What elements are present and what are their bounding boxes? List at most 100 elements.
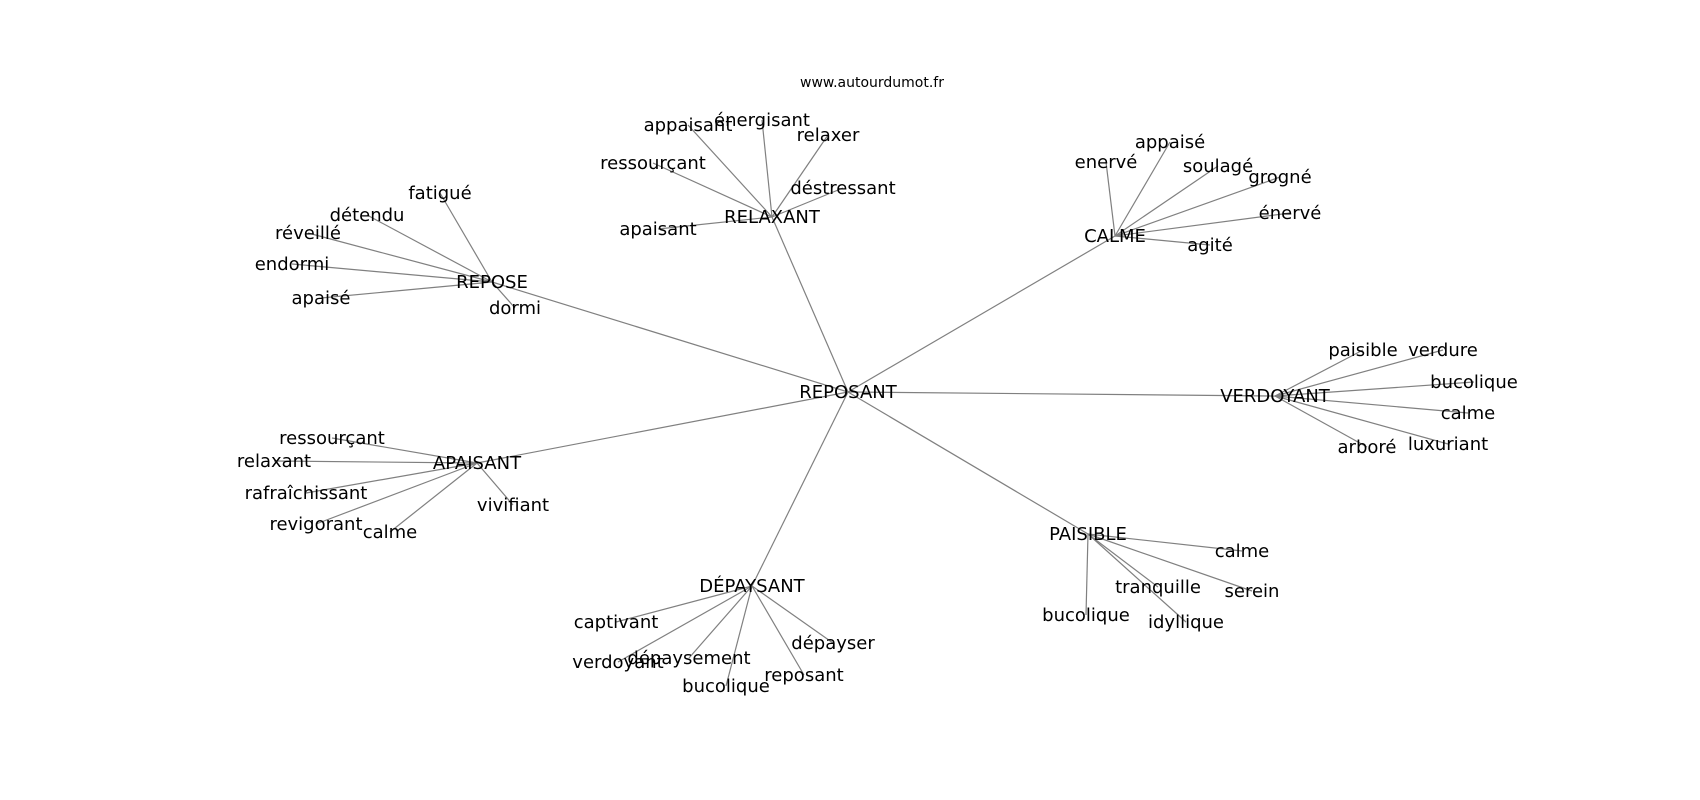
edge-apaisant-0 <box>331 437 478 464</box>
edge-verdoyant-4 <box>1274 395 1368 448</box>
edge-root-apaisant <box>476 391 849 464</box>
edge-verdoyant-1 <box>1274 349 1444 397</box>
leaf-word[interactable]: apaisé <box>292 288 351 309</box>
label-layer: REPOSANTRELAXANTappaisanténergisantrelax… <box>237 110 1518 697</box>
edge-calme-4 <box>1114 212 1291 237</box>
edge-repose-3 <box>291 263 493 283</box>
edge-root-relaxant <box>771 216 849 393</box>
hub-word-repose[interactable]: REPOSE <box>456 272 528 293</box>
hub-word-relaxant[interactable]: RELAXANT <box>724 207 821 228</box>
edge-relaxant-0 <box>687 124 773 218</box>
leaf-word[interactable]: revigorant <box>269 514 362 535</box>
leaf-word[interactable]: verdure <box>1408 340 1478 361</box>
leaf-word[interactable]: fatigué <box>408 183 471 204</box>
edge-verdoyant-0 <box>1274 349 1364 397</box>
leaf-word[interactable]: bucolique <box>682 676 770 697</box>
leaf-word[interactable]: appaisant <box>644 115 733 136</box>
edge-calme-1 <box>1105 161 1116 237</box>
edge-repose-0 <box>439 192 493 283</box>
leaf-word[interactable]: vivifiant <box>477 495 549 516</box>
hub-word-paisible[interactable]: PAISIBLE <box>1049 524 1127 545</box>
edge-paisible-4 <box>1087 533 1187 623</box>
edge-repose-1 <box>366 214 493 283</box>
leaf-word[interactable]: calme <box>363 522 418 543</box>
edge-relaxant-3 <box>652 162 773 218</box>
edge-depaysant-0 <box>615 585 753 623</box>
leaf-word[interactable]: calme <box>1441 403 1496 424</box>
leaf-word[interactable]: enervé <box>1075 152 1138 173</box>
edge-layer <box>273 119 1475 687</box>
edge-paisible-1 <box>1087 533 1159 588</box>
leaf-word[interactable]: ressourçant <box>600 153 706 174</box>
leaf-word[interactable]: serein <box>1225 581 1280 602</box>
leaf-word[interactable]: luxuriant <box>1408 434 1488 455</box>
edge-depaysant-5 <box>725 585 753 687</box>
edge-root-paisible <box>847 391 1089 535</box>
edge-root-repose <box>491 281 849 393</box>
leaf-word[interactable]: soulagé <box>1183 156 1253 177</box>
leaf-word[interactable]: réveillé <box>275 223 341 244</box>
leaf-word[interactable]: reposant <box>764 665 843 686</box>
edge-relaxant-2 <box>771 134 829 218</box>
edge-calme-0 <box>1114 141 1171 237</box>
edge-repose-4 <box>320 281 493 299</box>
edge-root-verdoyant <box>847 391 1276 397</box>
leaf-word[interactable]: relaxer <box>797 125 860 146</box>
source-caption: www.autourdumot.fr <box>800 75 944 91</box>
edge-verdoyant-2 <box>1274 381 1475 397</box>
leaf-word[interactable]: dormi <box>489 298 541 319</box>
leaf-word[interactable]: relaxant <box>237 451 311 472</box>
edge-relaxant-5 <box>657 216 773 230</box>
edge-paisible-0 <box>1087 533 1243 552</box>
leaf-word[interactable]: déstressant <box>790 178 895 199</box>
edge-apaisant-3 <box>476 462 514 506</box>
edge-calme-3 <box>1114 176 1281 237</box>
edge-relaxant-4 <box>771 187 844 218</box>
leaf-word[interactable]: arboré <box>1338 437 1397 458</box>
edge-root-depaysant <box>751 391 849 587</box>
leaf-word[interactable]: énervé <box>1259 203 1322 224</box>
edge-apaisant-2 <box>305 462 478 494</box>
leaf-word[interactable]: rafraîchissant <box>245 483 368 504</box>
edge-paisible-2 <box>1087 533 1253 592</box>
leaf-word[interactable]: agité <box>1187 235 1233 256</box>
leaf-word[interactable]: idyllique <box>1148 612 1224 633</box>
leaf-word[interactable]: bucolique <box>1042 605 1130 626</box>
edge-paisible-3 <box>1085 533 1089 616</box>
leaf-word[interactable]: verdoyant <box>572 652 663 673</box>
leaf-word[interactable]: appaisé <box>1135 132 1205 153</box>
edge-calme-5 <box>1114 235 1211 246</box>
edge-apaisant-4 <box>315 462 478 525</box>
leaf-word[interactable]: énergisant <box>714 110 810 131</box>
edge-repose-2 <box>307 232 493 283</box>
edge-depaysant-4 <box>751 585 805 676</box>
hub-word-calme[interactable]: CALME <box>1084 226 1146 247</box>
edge-apaisant-5 <box>389 462 478 533</box>
edge-verdoyant-3 <box>1274 395 1469 414</box>
edge-calme-2 <box>1114 165 1219 237</box>
leaf-word[interactable]: apaisant <box>619 219 696 240</box>
leaf-word[interactable]: grogné <box>1248 167 1311 188</box>
edge-relaxant-1 <box>761 119 773 218</box>
edge-depaysant-2 <box>688 585 753 659</box>
leaf-word[interactable]: dépayser <box>791 633 875 654</box>
edge-depaysant-1 <box>751 585 834 644</box>
leaf-word[interactable]: paisible <box>1328 340 1397 361</box>
edge-depaysant-3 <box>617 585 753 663</box>
leaf-word[interactable]: calme <box>1215 541 1270 562</box>
hub-word-depaysant[interactable]: DÉPAYSANT <box>699 575 805 597</box>
edge-apaisant-1 <box>273 460 478 464</box>
edge-verdoyant-5 <box>1274 395 1449 445</box>
edge-root-calme <box>847 235 1116 393</box>
leaf-word[interactable]: détendu <box>330 205 405 226</box>
leaf-word[interactable]: bucolique <box>1430 372 1518 393</box>
leaf-word[interactable]: endormi <box>255 254 330 275</box>
root-word[interactable]: REPOSANT <box>799 382 897 403</box>
hub-word-verdoyant[interactable]: VERDOYANT <box>1220 386 1331 407</box>
leaf-word[interactable]: captivant <box>574 612 659 633</box>
leaf-word[interactable]: ressourçant <box>279 428 385 449</box>
leaf-word[interactable]: dépaysement <box>627 648 750 669</box>
leaf-word[interactable]: tranquille <box>1115 577 1201 598</box>
hub-word-apaisant[interactable]: APAISANT <box>433 453 522 474</box>
